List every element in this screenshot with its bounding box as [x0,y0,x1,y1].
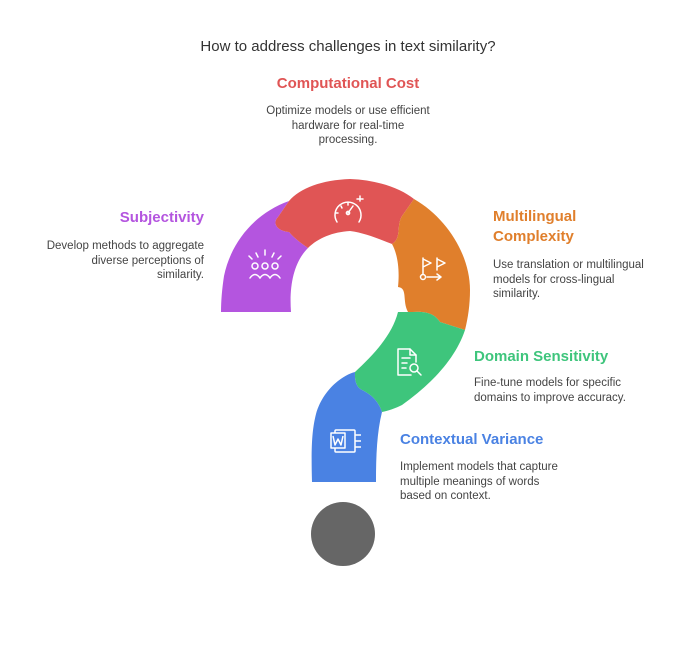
description-line: processing. [318,134,378,146]
segment-computational [275,179,414,248]
heading-multilingual-complexity: Multilingual Complexity [493,207,683,247]
description-line: similarity. [493,288,541,300]
description-line: models for cross-lingual [493,273,615,286]
segment-contextual [311,372,382,482]
description-line: hardware for real-time [291,119,405,132]
word-document-icon [330,429,361,453]
description-line: based on context. [400,490,491,502]
flags-path-icon [419,257,446,281]
question-dot [311,502,375,566]
description-computational-cost: Optimize models or use efficient hardwar… [198,104,498,148]
description-line: Develop methods to aggregate [46,240,204,252]
description-line: diverse perceptions of [91,254,204,267]
segment-multilingual [392,199,470,330]
description-line: similarity. [156,269,204,281]
description-contextual-variance: Implement models that capture multiple m… [400,460,660,504]
heading-contextual-variance: Contextual Variance [400,431,544,448]
description-line: multiple meanings of words [400,475,540,488]
description-line: Optimize models or use efficient [266,105,430,117]
description-line: domains to improve accuracy. [474,391,626,404]
segment-subjectivity [221,201,308,312]
heading-line: Complexity [493,228,574,245]
description-line: Fine-tune models for specific [474,377,622,389]
diagram-title: How to address challenges in text simila… [200,38,496,55]
description-line: Implement models that capture [400,461,558,473]
speedometer-icon [334,195,364,223]
description-line: Use translation or multilingual [493,259,644,271]
celebrating-people-icon [248,249,282,279]
heading-computational-cost: Computational Cost [276,75,420,92]
description-multilingual-complexity: Use translation or multilingual models f… [493,258,683,302]
heading-domain-sensitivity: Domain Sensitivity [474,348,609,365]
heading-line: Multilingual [493,208,577,225]
description-domain-sensitivity: Fine-tune models for specific domains to… [474,376,684,405]
heading-subjectivity: Subjectivity [119,209,204,226]
segment-domain [354,311,465,412]
document-search-icon [397,348,422,376]
description-subjectivity: Develop methods to aggregate diverse per… [20,239,204,283]
